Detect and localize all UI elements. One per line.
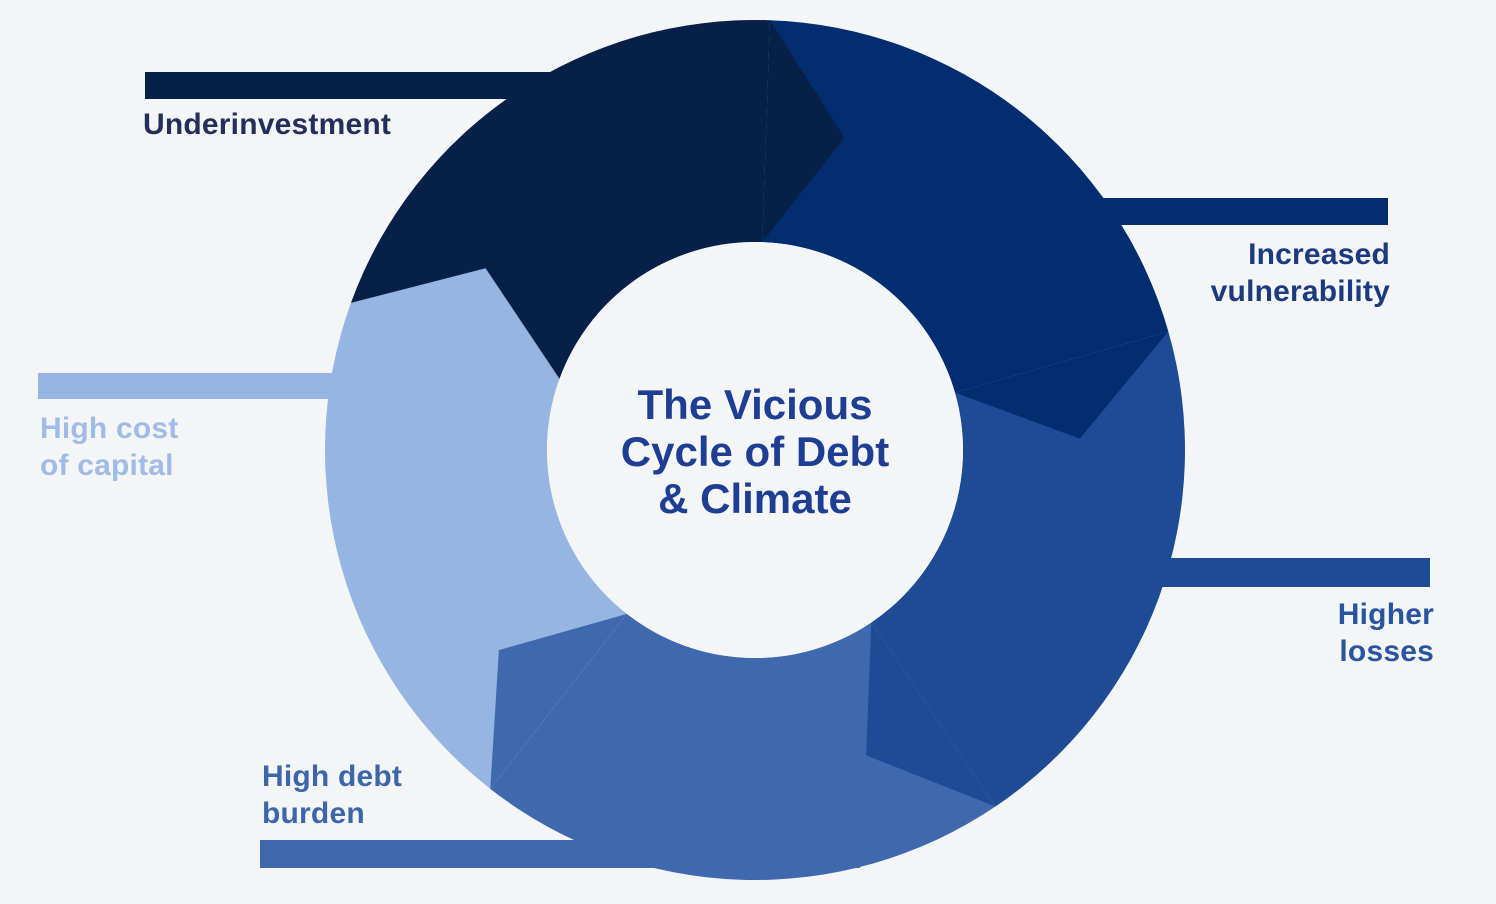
segment-arrowhead-underinvestment — [762, 20, 845, 243]
diagram-title: The Vicious Cycle of Debt & Climate — [620, 381, 890, 522]
segment-label-underinvestment: Underinvestment — [143, 108, 392, 141]
segment-higher-losses — [871, 331, 1185, 807]
segment-label-high-cost-of-capital: High cost of capital — [40, 412, 179, 482]
segment-label-higher-losses: Higher losses — [1337, 598, 1434, 668]
segment-arrowhead-increased-vulnerability — [954, 331, 1169, 439]
segment-arrowhead-high-cost-of-capital — [350, 268, 560, 379]
segment-arrowhead-high-debt-burden — [490, 613, 627, 789]
segment-increased-vulnerability — [762, 20, 1169, 393]
donut-center-circle — [547, 242, 963, 658]
segment-label-increased-vulnerability: Increased vulnerability — [1210, 238, 1390, 308]
segment-label-high-debt-burden: High debt burden — [262, 760, 403, 830]
segment-arrowhead-higher-losses — [866, 622, 996, 807]
